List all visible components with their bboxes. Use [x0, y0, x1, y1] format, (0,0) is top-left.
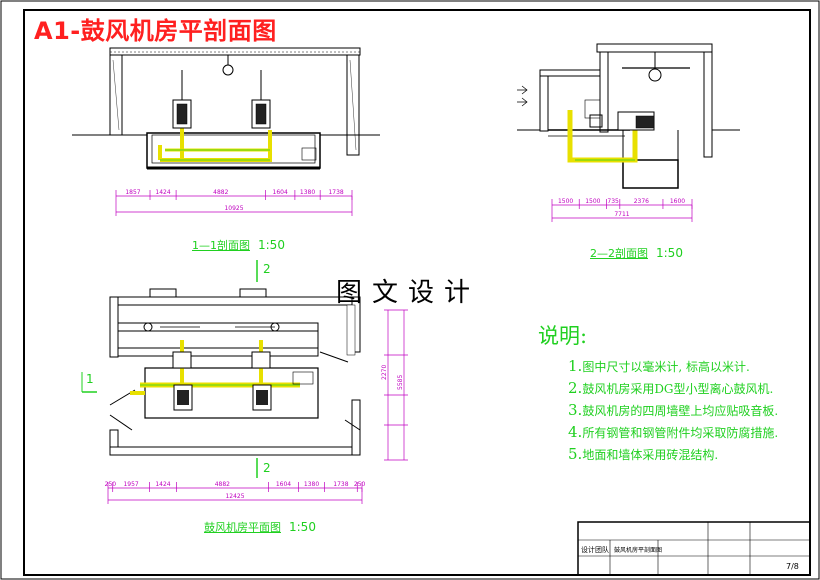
section-marker-top: 2	[263, 262, 271, 276]
dimension-total: 10925	[224, 205, 243, 212]
dimension-label: 1957	[123, 481, 138, 488]
dimension-label: 1604	[273, 189, 288, 196]
plan-view	[109, 288, 361, 456]
notes-panel: 说明: 1.图中尺寸以毫米计, 标高以米计. 2.鼓风机房采用DG型小型离心鼓风…	[538, 320, 778, 466]
dimension-label: 1738	[333, 481, 348, 488]
title-block: 设计团队 鼓风机房平剖面图 7/8	[577, 521, 811, 576]
dimension-label: 4882	[213, 189, 228, 196]
note-item: 3.鼓风机房的四周墙壁上均应贴吸音板.	[568, 401, 779, 419]
note-item: 2.鼓风机房采用DG型小型离心鼓风机.	[568, 379, 774, 397]
plan-scale: 1:50	[289, 520, 316, 534]
plan-dimensions: 250 1957 1424 4882 1604 1380 1738 250 12425	[105, 481, 366, 504]
section-2-name: 2—2剖面图	[590, 247, 648, 260]
dimension-label: 1424	[155, 481, 170, 488]
dimension-label: 735	[607, 198, 619, 205]
dimension-label: 250	[354, 481, 366, 488]
title-block-drawing-name: 鼓风机房平剖面图	[614, 546, 662, 554]
dimension-label: 2376	[634, 198, 649, 205]
note-item: 4.所有钢管和钢管附件均采取防腐措施.	[568, 423, 779, 441]
plan-side-dimensions: 2270 5585	[381, 309, 408, 461]
plan-label: 鼓风机房平面图 1:50	[204, 516, 316, 535]
section-1-1	[72, 47, 380, 170]
drawing-title: A1-鼓风机房平剖面图	[34, 17, 277, 45]
dimension-label: 4882	[215, 481, 230, 488]
title-block-designer: 设计团队	[581, 545, 609, 554]
drawing-frame	[23, 9, 811, 576]
dimension-label: 1500	[585, 198, 600, 205]
dimension-label: 1380	[304, 481, 319, 488]
notes-heading: 说明:	[538, 324, 588, 348]
section-marker-left: 1	[86, 372, 94, 386]
section-2-dimensions: 1500 1500 735 2376 1600 7711	[551, 198, 693, 222]
note-item: 1.图中尺寸以毫米计, 标高以米计.	[568, 357, 750, 375]
dimension-label: 1500	[558, 198, 573, 205]
side-dimension-total: 5585	[397, 375, 404, 390]
section-2-label: 2—2剖面图 1:50	[590, 242, 683, 261]
section-2-scale: 1:50	[656, 246, 683, 260]
section-marker-bottom: 2	[263, 461, 271, 475]
dimension-label: 1424	[155, 189, 170, 196]
section-markers: 1 2 2	[81, 260, 271, 478]
title-block-sheet: 7/8	[786, 562, 799, 571]
dimension-label: 250	[105, 481, 117, 488]
section-1-name: 1—1剖面图	[192, 239, 250, 252]
side-dimension-label: 2270	[381, 365, 388, 380]
dimension-label: 1857	[125, 189, 140, 196]
section-1-dimensions: 1857 1424 4882 1604 1380 1738 10925	[115, 189, 353, 216]
dimension-total: 7711	[614, 211, 629, 218]
dimension-label: 1600	[670, 198, 685, 205]
note-item: 5.地面和墙体采用砖混结构.	[568, 445, 719, 463]
section-1-label: 1—1剖面图 1:50	[192, 234, 285, 253]
dimension-total: 12425	[225, 493, 244, 500]
section-2-2	[517, 43, 740, 189]
dimension-label: 1604	[276, 481, 291, 488]
section-1-scale: 1:50	[258, 238, 285, 252]
dimension-label: 1738	[328, 189, 343, 196]
plan-name: 鼓风机房平面图	[204, 521, 281, 534]
watermark-text: 图文设计	[336, 278, 481, 308]
dimension-label: 1380	[300, 189, 315, 196]
